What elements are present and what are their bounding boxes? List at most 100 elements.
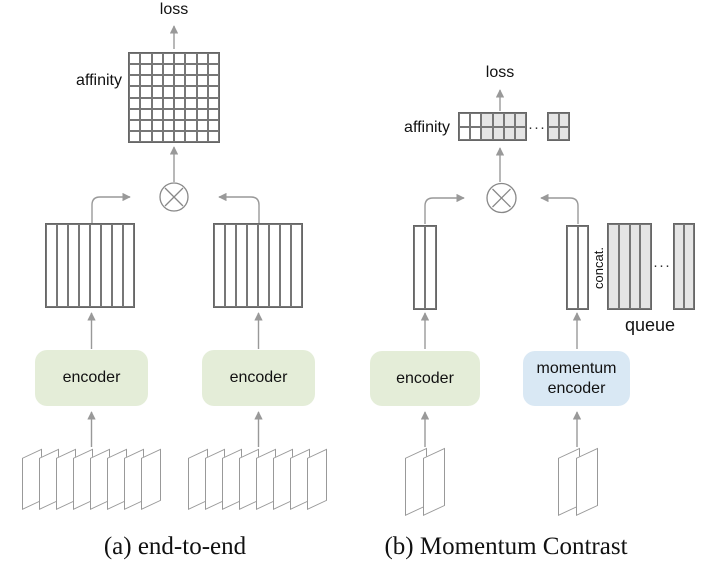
grid-cell xyxy=(129,119,141,131)
grid-cell xyxy=(140,86,152,98)
grid-cell xyxy=(196,130,208,142)
grid-cell xyxy=(57,224,68,307)
b-queue-ellipsis: ··· xyxy=(653,257,671,274)
grid-cell xyxy=(151,97,163,109)
grid-cell xyxy=(196,64,208,76)
grid-cell xyxy=(567,226,578,309)
b-momentum-encoder-label: momentum encoder xyxy=(536,359,617,397)
grid-cell xyxy=(129,97,141,109)
grid-cell xyxy=(577,226,588,309)
grid-cell xyxy=(162,119,174,131)
grid-cell xyxy=(185,53,197,65)
grid-cell xyxy=(174,119,186,131)
grid-cell xyxy=(470,126,482,140)
grid-cell xyxy=(140,64,152,76)
a-left-image-stack xyxy=(22,448,161,510)
b-loss-label: loss xyxy=(485,64,515,81)
b-k-bent-arrow-icon xyxy=(540,193,579,224)
grid-cell xyxy=(101,224,112,307)
grid-cell xyxy=(174,53,186,65)
grid-cell xyxy=(151,108,163,120)
b-concat-label: concat. xyxy=(591,247,606,289)
a-loss-label: loss xyxy=(159,1,189,18)
grid-cell xyxy=(269,224,280,307)
grid-cell xyxy=(140,130,152,142)
image-sheet xyxy=(576,447,598,516)
grid-cell xyxy=(481,113,493,127)
grid-cell xyxy=(459,113,471,127)
grid-cell xyxy=(207,108,219,120)
grid-cell xyxy=(207,130,219,142)
a-right-encoder-label: encoder xyxy=(229,369,288,386)
grid-cell xyxy=(185,119,197,131)
grid-cell xyxy=(236,224,247,307)
grid-cell xyxy=(174,108,186,120)
grid-cell xyxy=(151,119,163,131)
grid-cell xyxy=(174,64,186,76)
grid-cell xyxy=(280,224,291,307)
grid-cell xyxy=(112,224,123,307)
grid-cell xyxy=(185,75,197,87)
b-queue-block-1 xyxy=(607,223,652,310)
grid-cell xyxy=(481,126,493,140)
grid-cell xyxy=(207,75,219,87)
grid-cell xyxy=(140,53,152,65)
grid-cell xyxy=(207,86,219,98)
b-encoder-box: encoder xyxy=(370,351,480,406)
grid-cell xyxy=(196,108,208,120)
a-multiply-icon xyxy=(159,182,189,212)
grid-cell xyxy=(225,224,236,307)
grid-cell xyxy=(207,53,219,65)
grid-cell xyxy=(174,97,186,109)
grid-cell xyxy=(548,126,559,140)
grid-cell xyxy=(674,224,684,309)
grid-cell xyxy=(258,224,269,307)
grid-cell xyxy=(503,126,515,140)
b-multiply-icon xyxy=(486,182,517,214)
a-right-image-stack xyxy=(188,448,327,510)
grid-cell xyxy=(162,97,174,109)
grid-cell xyxy=(123,224,134,307)
b-q-bent-arrow-icon xyxy=(424,193,465,224)
grid-cell xyxy=(514,126,526,140)
grid-cell xyxy=(207,119,219,131)
grid-cell xyxy=(414,226,425,309)
b-right-image-stack xyxy=(558,447,598,516)
grid-cell xyxy=(459,126,471,140)
grid-cell xyxy=(640,224,651,309)
a-right-encoder-box: encoder xyxy=(202,350,315,406)
a-affinity-matrix xyxy=(128,52,220,143)
b-queue-block-2 xyxy=(673,223,695,310)
b-affinity-label: affinity xyxy=(404,119,450,136)
grid-cell xyxy=(162,53,174,65)
grid-cell xyxy=(151,130,163,142)
grid-cell xyxy=(214,224,225,307)
grid-cell xyxy=(129,108,141,120)
grid-cell xyxy=(185,108,197,120)
grid-cell xyxy=(162,130,174,142)
grid-cell xyxy=(162,108,174,120)
grid-cell xyxy=(608,224,619,309)
b-affinity-strip xyxy=(458,112,527,141)
grid-cell xyxy=(629,224,641,309)
grid-cell xyxy=(185,64,197,76)
grid-cell xyxy=(492,113,504,127)
grid-cell xyxy=(196,119,208,131)
grid-cell xyxy=(174,86,186,98)
image-sheet xyxy=(307,448,327,510)
grid-cell xyxy=(185,86,197,98)
grid-cell xyxy=(129,53,141,65)
grid-cell xyxy=(174,75,186,87)
grid-cell xyxy=(90,224,101,307)
grid-cell xyxy=(207,64,219,76)
grid-cell xyxy=(140,119,152,131)
grid-cell xyxy=(162,75,174,87)
grid-cell xyxy=(425,226,436,309)
grid-cell xyxy=(558,126,569,140)
b-affinity-end-block xyxy=(547,112,570,141)
grid-cell xyxy=(207,97,219,109)
grid-cell xyxy=(558,113,569,127)
image-sheet xyxy=(141,448,161,510)
grid-cell xyxy=(185,130,197,142)
